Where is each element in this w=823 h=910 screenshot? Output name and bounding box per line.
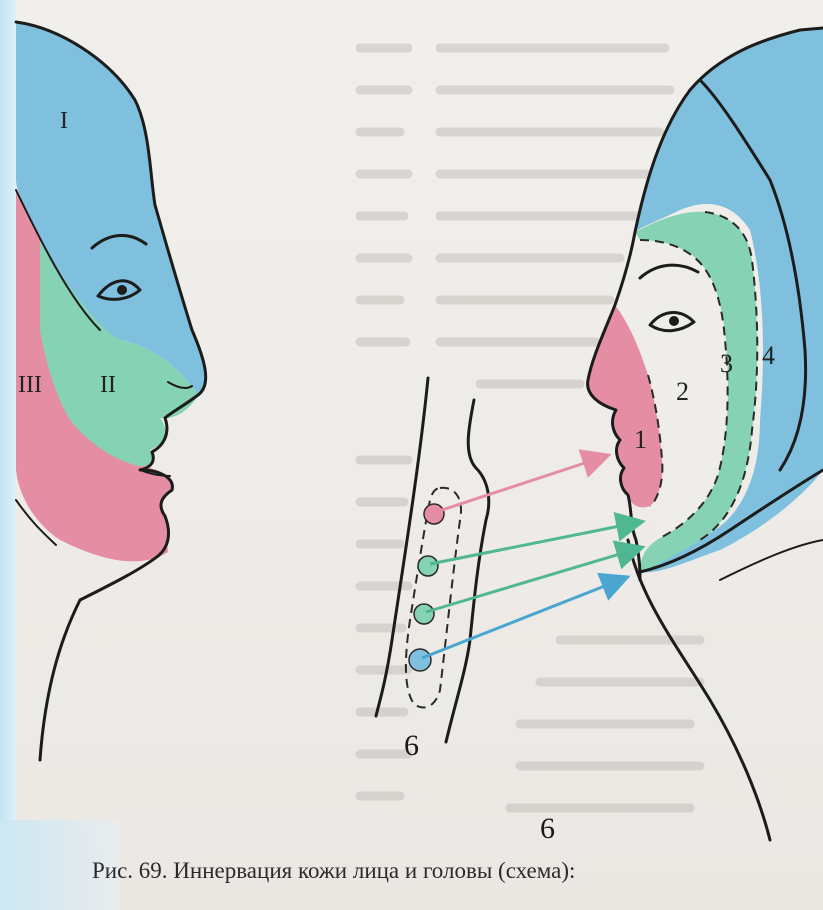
left-jaw-line: [40, 556, 158, 760]
right-zone-label-2: 2: [676, 377, 689, 406]
left-zone-label-iii: III: [18, 372, 42, 398]
nucleus-dot-green-2: [414, 604, 434, 624]
right-face: 2 3 4 1: [588, 28, 823, 840]
nucleus-dot-green-1: [418, 556, 438, 576]
nucleus-label: 6: [404, 729, 419, 762]
arrow-blue: [422, 578, 625, 658]
left-zone-label-ii: II: [100, 372, 116, 398]
right-pupil: [669, 316, 679, 326]
right-neck-front: [628, 540, 770, 840]
right-neck-back: [720, 540, 823, 580]
figure-caption: Рис. 69. Иннервация кожи лица и головы (…: [92, 858, 792, 884]
left-face: I II III: [16, 22, 206, 760]
brainstem: 6: [376, 378, 489, 762]
left-pupil: [117, 285, 127, 295]
figure-panel-label: 6: [540, 812, 555, 845]
brainstem-right-edge: [446, 400, 489, 742]
right-zone-label-4: 4: [762, 341, 775, 370]
right-zone-label-1: 1: [634, 425, 647, 454]
nucleus-dot-pink: [424, 504, 444, 524]
arrow-pink: [436, 456, 606, 512]
left-zone-label-i: I: [60, 108, 68, 134]
right-zone-label-3: 3: [720, 349, 733, 378]
nucleus-dot-blue: [409, 649, 431, 671]
